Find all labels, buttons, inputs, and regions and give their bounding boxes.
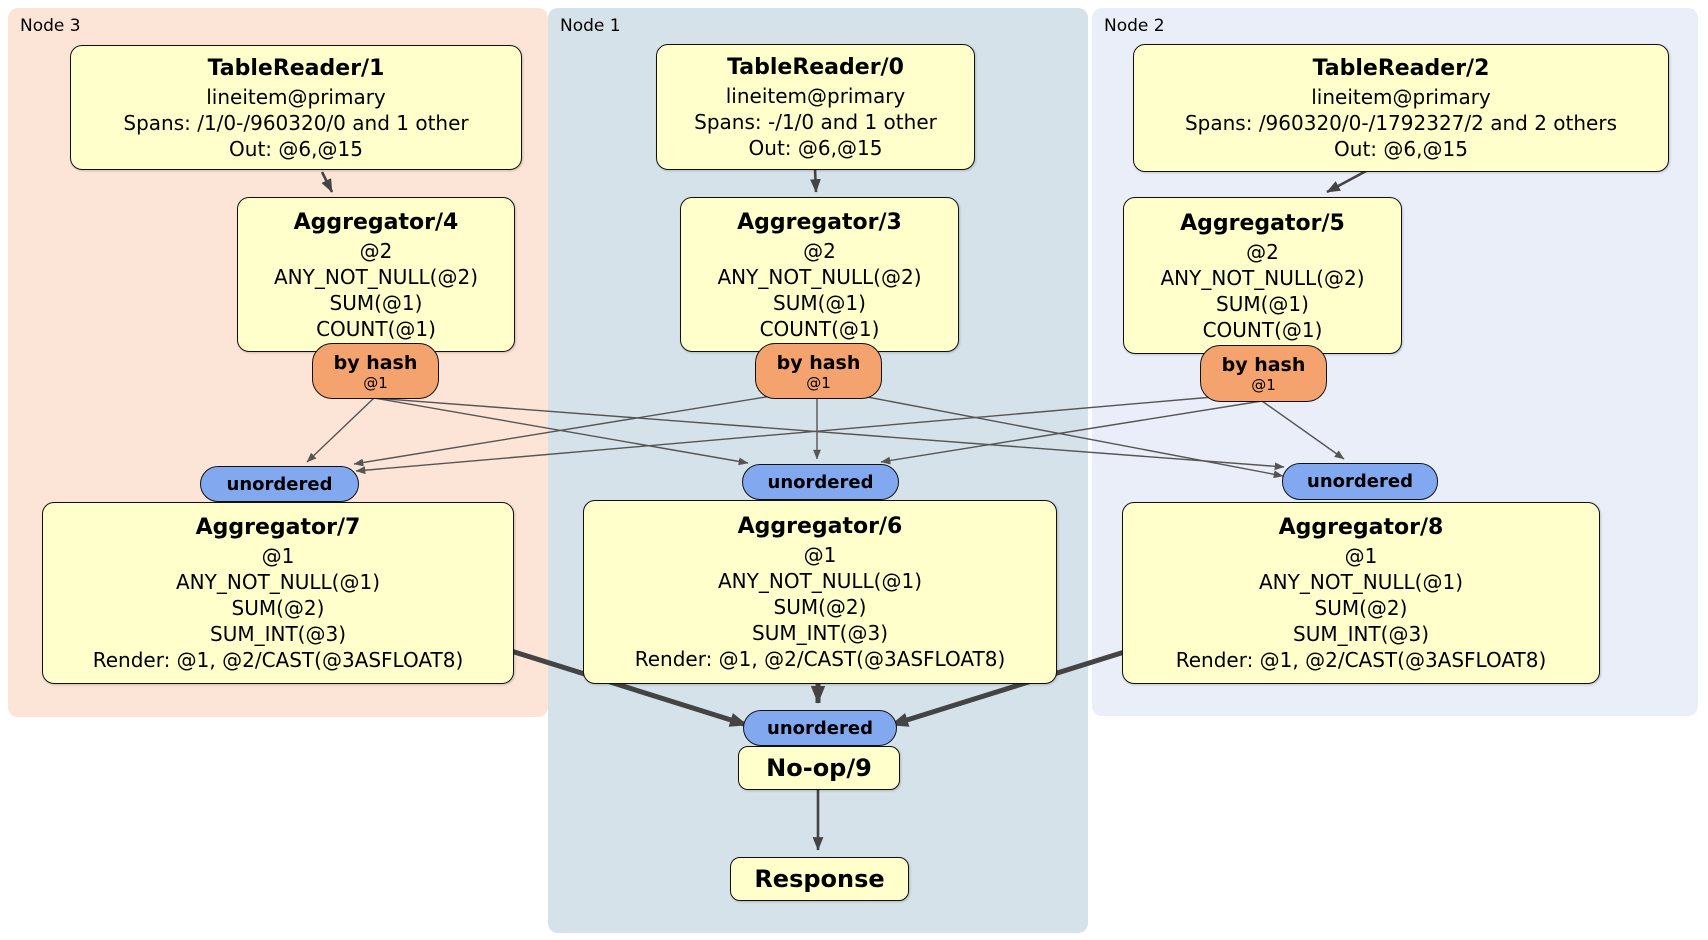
processor-title: Aggregator/6: [737, 514, 903, 539]
sync-unordered-7: unordered: [200, 466, 359, 502]
processor-title: TableReader/2: [1312, 56, 1490, 81]
router-label: by hash: [1221, 354, 1306, 376]
processor-group-cols: @2: [359, 238, 393, 263]
processor-aggregator-8: Aggregator/8 @1 ANY_NOT_NULL(@1) SUM(@2)…: [1122, 502, 1600, 684]
processor-render: Render: @1, @2/CAST(@3ASFLOAT8): [92, 648, 464, 672]
processor-agg-fn: SUM(@2): [231, 596, 325, 620]
edge-hash3-unordered7: [353, 395, 773, 467]
processor-tablereader-1: TableReader/1 lineitem@primary Spans: /1…: [70, 45, 522, 170]
processor-agg-fn: ANY_NOT_NULL(@1): [176, 570, 380, 594]
sync-unordered-8: unordered: [1282, 463, 1438, 500]
processor-index: lineitem@primary: [725, 84, 906, 108]
processor-aggregator-4: Aggregator/4 @2 ANY_NOT_NULL(@2) SUM(@1)…: [237, 197, 515, 352]
processor-group-cols: @1: [803, 543, 837, 567]
processor-title: TableReader/0: [727, 55, 904, 80]
processor-agg-fn: SUM(@1): [773, 290, 866, 315]
processor-agg-fn: SUM_INT(@3): [210, 622, 346, 646]
processor-title: TableReader/1: [207, 55, 385, 81]
processor-agg-fn: COUNT(@1): [1202, 317, 1323, 342]
processor-render: Render: @1, @2/CAST(@3ASFLOAT8): [1175, 648, 1547, 672]
processor-agg-fn: ANY_NOT_NULL(@2): [274, 264, 478, 289]
processor-title: No-op/9: [766, 754, 872, 782]
processor-index: lineitem@primary: [1311, 85, 1491, 109]
sync-label: unordered: [767, 471, 874, 493]
router-columns: @1: [363, 373, 388, 392]
processor-title: Response: [754, 865, 885, 893]
router-columns: @1: [1251, 376, 1276, 394]
processor-spans: Spans: /960320/0-/1792327/2 and 2 others: [1184, 111, 1617, 135]
processor-group-cols: @1: [261, 544, 295, 568]
processor-render: Render: @1, @2/CAST(@3ASFLOAT8): [634, 647, 1006, 671]
processor-agg-fn: COUNT(@1): [316, 316, 436, 341]
router-label: by hash: [776, 351, 861, 374]
processor-agg-fn: SUM_INT(@3): [752, 621, 888, 645]
processor-title: Aggregator/4: [293, 209, 459, 235]
processor-title: Aggregator/8: [1278, 515, 1444, 540]
processor-tablereader-2: TableReader/2 lineitem@primary Spans: /9…: [1133, 44, 1669, 172]
processor-out: Out: @6,@15: [1334, 137, 1468, 161]
node-group-3-label: Node 3: [20, 16, 81, 36]
node-group-2-label: Node 2: [1104, 16, 1165, 36]
processor-agg-fn: SUM(@2): [1314, 596, 1408, 620]
processor-title: Aggregator/3: [737, 209, 902, 235]
node-group-1-label: Node 1: [560, 16, 621, 36]
router-by-hash-5: by hash @1: [1200, 345, 1327, 402]
edge-hash3-unordered8: [861, 395, 1284, 479]
edge-hash4-unordered7: [306, 397, 375, 463]
sync-unordered-6: unordered: [742, 464, 899, 500]
edge-hash4-unordered8: [373, 397, 1285, 471]
processor-agg-fn: SUM(@1): [329, 290, 423, 315]
edge-aggregator7-unordered9: [504, 646, 748, 728]
processor-group-cols: @2: [1246, 239, 1279, 264]
processor-aggregator-6: Aggregator/6 @1 ANY_NOT_NULL(@1) SUM(@2)…: [583, 500, 1057, 684]
processor-out: Out: @6,@15: [229, 136, 363, 161]
router-by-hash-4: by hash @1: [312, 343, 439, 399]
processor-title: Aggregator/5: [1180, 210, 1345, 236]
processor-aggregator-7: Aggregator/7 @1 ANY_NOT_NULL(@1) SUM(@2)…: [42, 502, 514, 684]
processor-agg-fn: SUM(@1): [1216, 291, 1309, 316]
processor-noop-9: No-op/9: [738, 746, 900, 790]
processor-agg-fn: COUNT(@1): [759, 316, 880, 341]
sync-label: unordered: [226, 473, 333, 495]
processor-aggregator-3: Aggregator/3 @2 ANY_NOT_NULL(@2) SUM(@1)…: [680, 197, 959, 352]
processor-spans: Spans: -/1/0 and 1 other: [694, 110, 937, 134]
processor-agg-fn: SUM(@2): [773, 595, 867, 619]
processor-response: Response: [730, 857, 909, 901]
router-label: by hash: [333, 351, 418, 374]
processor-agg-fn: ANY_NOT_NULL(@1): [718, 569, 922, 593]
edge-hash5-unordered8: [1261, 400, 1345, 460]
processor-tablereader-0: TableReader/0 lineitem@primary Spans: -/…: [656, 44, 975, 170]
edge-aggregator8-unordered9: [890, 646, 1135, 728]
router-by-hash-3: by hash @1: [755, 343, 882, 399]
processor-agg-fn: ANY_NOT_NULL(@2): [717, 264, 922, 289]
processor-group-cols: @1: [1344, 544, 1378, 568]
edge-tablereader2-aggregator5: [1326, 168, 1369, 194]
processor-index: lineitem@primary: [206, 84, 386, 109]
edge-tablereader1-aggregator4: [320, 171, 334, 193]
processor-aggregator-5: Aggregator/5 @2 ANY_NOT_NULL(@2) SUM(@1)…: [1123, 197, 1402, 354]
sync-label: unordered: [1307, 471, 1413, 492]
edge-hash5-unordered7: [355, 396, 1214, 475]
processor-spans: Spans: /1/0-/960320/0 and 1 other: [123, 110, 469, 135]
edge-tablereader0-aggregator3: [810, 168, 821, 193]
edge-hash5-unordered6: [880, 400, 1263, 465]
processor-agg-fn: SUM_INT(@3): [1293, 622, 1429, 646]
processor-group-cols: @2: [803, 238, 836, 263]
sync-unordered-9: unordered: [743, 710, 897, 746]
router-columns: @1: [806, 373, 831, 392]
processor-agg-fn: ANY_NOT_NULL(@1): [1259, 570, 1463, 594]
sync-label: unordered: [767, 717, 873, 739]
processor-out: Out: @6,@15: [748, 136, 883, 160]
processor-agg-fn: ANY_NOT_NULL(@2): [1160, 265, 1365, 290]
processor-title: Aggregator/7: [195, 515, 361, 540]
